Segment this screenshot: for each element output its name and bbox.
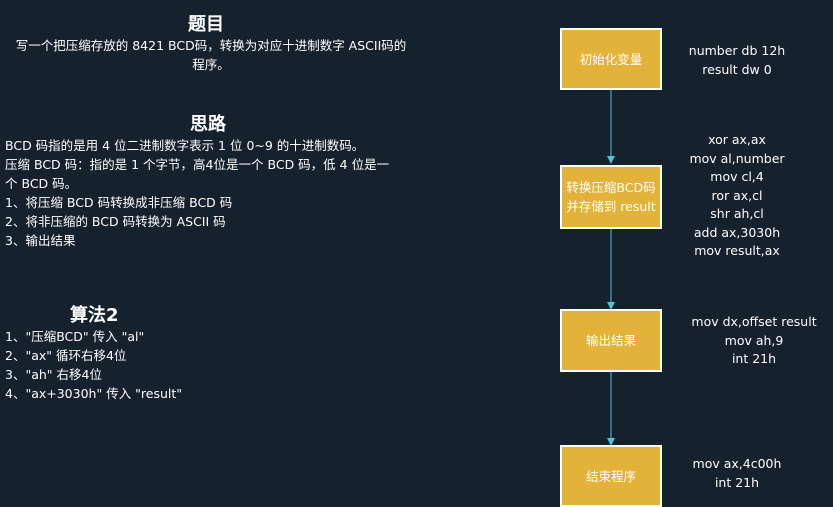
code-line: number db 12h	[688, 43, 786, 58]
approach-line: BCD 码指的是用 4 位二进制数字表示 1 位 0~9 的十进制数码。	[5, 138, 365, 153]
code-line: shr ah,cl	[710, 206, 764, 221]
code-line: result dw 0	[702, 61, 772, 77]
code-line: mov ax,4c00h	[692, 456, 782, 471]
code-block-end: mov ax,4c00h int 21h	[672, 455, 802, 492]
approach-line: 1、将压缩 BCD 码转换成非压缩 BCD 码	[5, 195, 233, 210]
flow-step-label: 初始化变量	[579, 51, 643, 67]
code-line: int 21h	[731, 351, 777, 366]
algorithm-line: 3、"ah" 右移4位	[5, 367, 102, 382]
algorithm-title: 算法2	[70, 305, 119, 326]
problem-line: 程序。	[192, 57, 230, 72]
approach-line: 2、将非压缩的 BCD 码转换为 ASCII 码	[5, 214, 226, 229]
approach-text: BCD 码指的是用 4 位二进制数字表示 1 位 0~9 的十进制数码。 压缩 …	[5, 136, 415, 250]
code-block-convert: xor ax,ax mov al,number mov cl,4 ror ax,…	[672, 131, 802, 261]
approach-line: 个 BCD 码。	[5, 176, 78, 191]
flow-step-label: 并存储到 result	[566, 199, 656, 214]
code-line: mov cl,4	[710, 169, 764, 184]
flow-step-end: 结束程序	[560, 445, 662, 507]
approach-title: 思路	[190, 114, 226, 135]
flow-step-output: 输出结果	[560, 309, 662, 372]
approach-line: 压缩 BCD 码：指的是 1 个字节，高4位是一个 BCD 码，低 4 位是一	[5, 157, 390, 172]
problem-line: 写一个把压缩存放的 8421 BCD码，转换为对应十进制数字 ASCII码的	[15, 38, 407, 53]
code-block-init: number db 12h result dw 0	[672, 42, 802, 79]
algorithm-text: 1、"压缩BCD" 传入 "al" 2、"ax" 循环右移4位 3、"ah" 右…	[5, 327, 305, 403]
algorithm-line: 1、"压缩BCD" 传入 "al"	[5, 329, 145, 344]
problem-text: 写一个把压缩存放的 8421 BCD码，转换为对应十进制数字 ASCII码的 程…	[6, 36, 416, 74]
code-line: xor ax,ax	[708, 132, 766, 147]
code-line: mov result,ax	[694, 243, 780, 258]
code-line: mov ah,9	[724, 332, 784, 348]
problem-title: 题目	[188, 14, 224, 35]
flow-step-label: 结束程序	[585, 468, 636, 484]
code-line: int 21h	[714, 474, 760, 490]
code-block-output: mov dx,offset result mov ah,9 int 21h	[676, 313, 832, 369]
algorithm-line: 2、"ax" 循环右移4位	[5, 348, 127, 363]
algorithm-line: 4、"ax+3030h" 传入 "result"	[5, 386, 183, 401]
approach-line: 3、输出结果	[5, 233, 76, 248]
code-line: ror ax,cl	[711, 187, 763, 203]
flow-step-convert: 转换压缩BCD码 并存储到 result	[560, 165, 662, 229]
flow-step-label: 输出结果	[585, 333, 636, 348]
flow-step-label: 转换压缩BCD码	[566, 180, 656, 195]
code-line: mov dx,offset result	[691, 314, 817, 329]
code-line: add ax,3030h	[693, 224, 781, 240]
flow-step-init: 初始化变量	[560, 28, 662, 90]
code-line: mov al,number	[689, 150, 785, 166]
